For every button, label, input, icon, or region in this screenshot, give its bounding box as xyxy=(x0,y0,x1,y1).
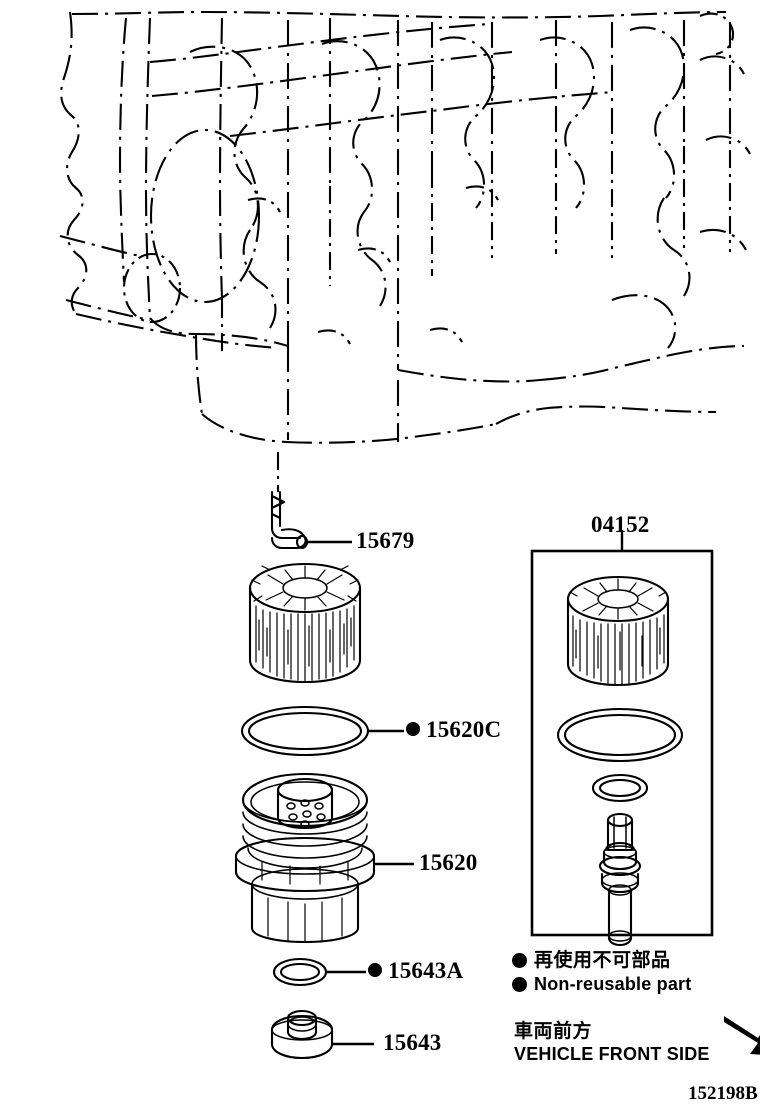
kit-filter-element xyxy=(566,575,670,687)
diagram-id-code: 152198B xyxy=(688,1083,758,1104)
part-o-ring-small-15643A xyxy=(272,957,328,987)
part-drain-plug-15643 xyxy=(270,1009,334,1060)
legend-front-side-jp: 車両前方 xyxy=(514,1020,593,1042)
engine-block-reference-outline xyxy=(59,10,751,444)
bullet-icon xyxy=(512,976,527,992)
kit-box-frame xyxy=(530,549,714,937)
front-direction-arrow-icon xyxy=(723,1016,760,1055)
legend-non-reusable-jp-row: 再使用不可部品 xyxy=(512,950,691,971)
bullet-icon xyxy=(512,953,527,969)
part-o-ring-large-15620C xyxy=(240,705,370,757)
part-filter-cap-15620 xyxy=(234,772,376,944)
legend-non-reusable: 再使用不可部品 Non-reusable part xyxy=(512,950,691,994)
part-label-15643A: 15643A xyxy=(388,958,464,983)
part-filter-element-main xyxy=(248,562,362,684)
kit-drain-plug xyxy=(598,812,642,947)
kit-o-ring-small xyxy=(591,773,649,803)
kit-o-ring-large xyxy=(556,707,684,763)
legend-front-side-en: VEHICLE FRONT SIDE xyxy=(514,1043,710,1064)
non-reusable-dot-15620C xyxy=(406,722,420,736)
part-label-15643: 15643 xyxy=(383,1030,442,1055)
legend-non-reusable-en-row: Non-reusable part xyxy=(512,974,691,994)
part-label-04152: 04152 xyxy=(591,512,650,537)
part-bracket-15679 xyxy=(270,490,309,550)
non-reusable-dot-15643A xyxy=(368,963,382,977)
part-label-15620C: 15620C xyxy=(426,717,502,742)
legend-non-reusable-en: Non-reusable part xyxy=(534,974,692,995)
legend-non-reusable-jp: 再使用不可部品 xyxy=(534,950,671,971)
legend-vehicle-front-side: 車両前方 VEHICLE FRONT SIDE xyxy=(514,1010,760,1064)
part-label-15620: 15620 xyxy=(419,850,478,875)
part-label-15679: 15679 xyxy=(356,528,415,553)
